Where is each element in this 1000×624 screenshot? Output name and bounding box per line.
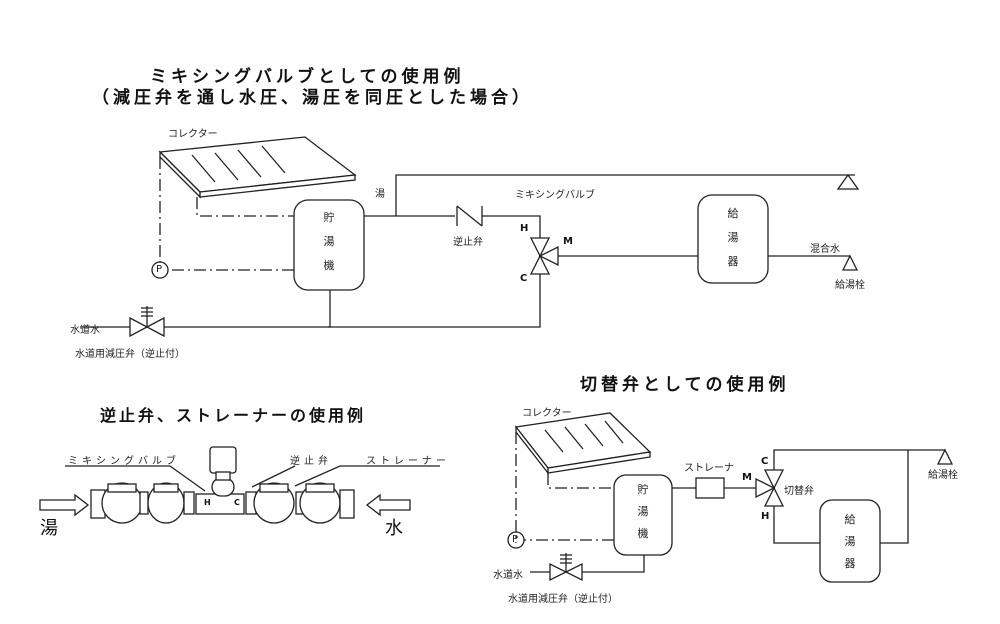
heater2-char-1: 給: [844, 513, 856, 526]
diagram1-title: ミキシングバルブとしての使用例: [150, 67, 465, 87]
port-c-label-1: C: [520, 273, 528, 284]
water-label-2: 水: [385, 518, 403, 539]
port-h-label-1: H: [520, 223, 529, 234]
pump-label-1: P: [156, 264, 163, 275]
port-m-label-1: M: [563, 236, 573, 247]
faucet-label-3: 給湯栓: [928, 470, 958, 481]
switch-c-line: [773, 449, 945, 470]
reducing-valve-2b: [564, 562, 583, 582]
check-valve-label-2: 逆止弁: [290, 456, 332, 467]
collector-to-tank-line-1: [196, 197, 294, 217]
tank-char-2: 湯: [323, 235, 335, 248]
tank2-char-2: 湯: [637, 505, 649, 518]
reducing-valve-label-1: 水道用減圧弁（逆止付）: [75, 349, 185, 360]
hot-label-2: 湯: [40, 518, 58, 539]
tap-water-label-1: 水道水: [70, 325, 100, 336]
port-m-label-3: M: [742, 472, 752, 483]
reducing-valve-label-3: 水道用減圧弁（逆止付）: [508, 594, 618, 605]
strainer-box: [695, 477, 725, 499]
pump-1: [151, 261, 169, 279]
reducing-valve-2a: [549, 562, 568, 582]
cold-inflow-arrow: [365, 493, 411, 517]
mixing-valve-knob: [209, 446, 237, 474]
pump-label-2: P: [512, 534, 519, 545]
port-h-label-3: H: [761, 511, 770, 522]
check-valve-1: [456, 205, 483, 227]
collector-label-1: コレクター: [168, 129, 218, 140]
collector-label-2: コレクター: [522, 408, 572, 419]
faucet-label-1: 給湯栓: [835, 280, 865, 291]
faucet-1: [841, 254, 859, 271]
diagram3-title: 切替弁としての使用例: [580, 375, 790, 395]
check-valve-body: [253, 482, 295, 524]
strainer-label-2: ストレーナー: [366, 456, 450, 467]
heater-char-3: 器: [727, 255, 739, 268]
heater-char-1: 給: [727, 207, 739, 220]
tank-char-3: 機: [323, 259, 335, 272]
pump-2: [507, 531, 525, 549]
diagram1-subtitle: （減圧弁を通し水圧、湯圧を同圧とした場合）: [92, 88, 533, 108]
faucet-top: [836, 173, 860, 190]
hot-inflow-arrow: [39, 493, 90, 517]
heater2-char-2: 湯: [844, 535, 856, 548]
cold-supply-line-1: [164, 290, 331, 328]
port-c-label-3: C: [761, 456, 769, 467]
hot-branch-line: [395, 174, 855, 216]
switch-valve-m-port: [755, 477, 776, 499]
cold-to-valve-line: [328, 274, 541, 328]
strainer-label-3: ストレーナ: [684, 463, 734, 474]
heater-char-2: 湯: [727, 231, 739, 244]
reducing-valve-1b: [145, 316, 165, 338]
diagram2-title: 逆止弁、ストレーナーの使用例: [100, 406, 367, 425]
storage-tank-1: [293, 199, 365, 291]
mixing-valve-label-1: ミキシングバルブ: [515, 190, 595, 201]
check-valve-label-1: 逆止弁: [453, 237, 483, 248]
port-c-label-2: C: [234, 498, 240, 507]
mixing-valve-label-2: ミキシングバルブ: [68, 456, 180, 467]
tank2-char-1: 貯: [637, 483, 649, 496]
mixing-valve-h-port: [529, 237, 551, 258]
storage-tank-2: [613, 474, 673, 556]
tank-char-1: 貯: [323, 211, 335, 224]
heater2-char-3: 器: [844, 557, 856, 570]
tank2-char-3: 機: [637, 527, 649, 540]
collector-panel-1: [158, 136, 357, 199]
tap-water-label-3: 水道水: [493, 570, 523, 581]
switch-h-line: [773, 506, 820, 544]
collector-panel-2: [514, 412, 652, 475]
mixed-water-label: 混合水: [810, 244, 840, 255]
water-heater-1: [697, 194, 769, 284]
port-h-label-2: H: [204, 498, 211, 507]
hot-label-1: 湯: [375, 189, 385, 200]
faucet-2: [936, 448, 954, 465]
reducing-valve-1a: [129, 316, 149, 338]
switch-valve-label: 切替弁: [784, 486, 814, 497]
water-heater-2: [819, 499, 881, 583]
